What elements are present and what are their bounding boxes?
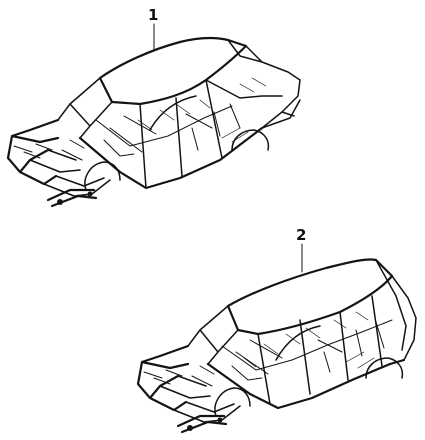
sedan-rear-quarter	[261, 99, 301, 129]
wagon-bracket-bolt	[187, 425, 193, 431]
wagon-front-members	[143, 365, 215, 387]
wagon-floor-ribs	[243, 311, 375, 369]
sedan-bracket-bolt	[87, 191, 93, 197]
sedan-floor-pan	[95, 103, 241, 157]
sedan-front-frame	[6, 118, 60, 186]
sedan-floor-ribs	[117, 77, 267, 144]
sedan-front-wheel-arch	[84, 161, 121, 191]
sedan-roof	[98, 36, 248, 106]
wagon-body-shell: 2	[136, 226, 417, 434]
wagon-front-rails	[159, 375, 241, 423]
sedan-front-rails	[29, 149, 111, 197]
wagon-side-sill	[206, 358, 406, 410]
wagon-rear-wheel-arch	[365, 357, 404, 379]
sedan-rear-deck	[205, 39, 301, 129]
wagon-bracket-bolt	[217, 417, 223, 423]
wagon-pillars	[257, 295, 383, 405]
callout-number-1: 1	[148, 6, 158, 24]
sedan-body-shell: 1	[6, 6, 301, 208]
sedan-windshield-frame	[57, 77, 113, 139]
callout-number-2: 2	[296, 226, 306, 244]
wagon-windshield-frame	[187, 305, 239, 365]
wagon-front-wheel-arch	[214, 387, 251, 417]
sedan-front-members	[13, 139, 85, 161]
sedan-rear-wheel-arch	[231, 129, 270, 151]
wagon-front-frame	[136, 344, 190, 412]
sedan-pillars	[139, 79, 223, 189]
sedan-side-sill	[78, 126, 264, 190]
wagon-floor-pan	[221, 319, 393, 381]
wagon-rear-hatch	[375, 259, 417, 361]
sedan-bracket-bolt	[57, 199, 63, 205]
wagon-roof	[226, 258, 394, 336]
